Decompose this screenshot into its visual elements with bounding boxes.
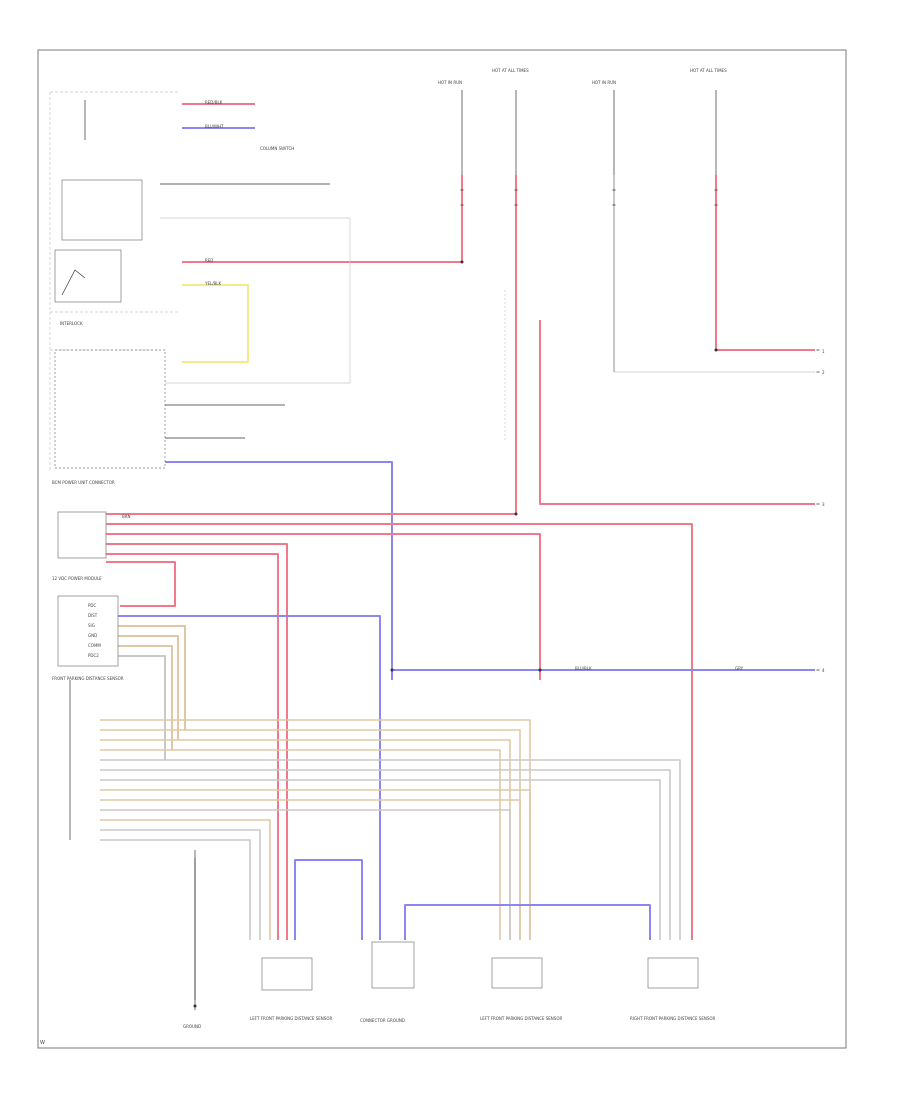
splice-dot-5 bbox=[714, 348, 718, 352]
wire-tag-5: BRN bbox=[122, 514, 131, 519]
connector-ground-housing bbox=[371, 941, 415, 989]
wire-to-terminal-3 bbox=[539, 320, 815, 505]
wire-tag-1: RED/BLK bbox=[205, 100, 223, 105]
wire-yellow-loop bbox=[182, 284, 249, 363]
pdc-wire-7 bbox=[100, 779, 661, 940]
pdc-wire-6 bbox=[100, 769, 671, 940]
gateway-block-label: 12 VDC POWER MODULE bbox=[52, 576, 102, 581]
right-terminal-2: 2 bbox=[822, 370, 825, 375]
gateway-block bbox=[57, 595, 119, 667]
bcm-output-block bbox=[57, 511, 107, 559]
ground-label: GROUND bbox=[183, 1024, 201, 1029]
pdc-connector-label: CONNECTOR GROUND bbox=[360, 1018, 405, 1023]
ground-point bbox=[193, 1004, 197, 1008]
bus-red-3 bbox=[106, 533, 541, 680]
pdc-sensor-rf-label: RIGHT FRONT PARKING DISTANCE SENSOR bbox=[630, 1016, 716, 1021]
left-pin-label-1: PDC bbox=[88, 603, 96, 608]
switch-housing bbox=[61, 179, 143, 241]
pdc-wire-9 bbox=[100, 799, 521, 940]
fuse-label-4: HOT AT ALL TIMES bbox=[690, 68, 727, 73]
wire-tag-6: BLU/BLK bbox=[575, 666, 592, 671]
wires-layer bbox=[100, 103, 815, 1000]
wire-tan-3 bbox=[118, 645, 173, 750]
right-terminal-1: 1 bbox=[822, 349, 825, 354]
pdc-wire-10 bbox=[100, 809, 511, 940]
bus-red-loop bbox=[106, 561, 176, 607]
pdc-wire-11 bbox=[100, 819, 271, 940]
left-pin-label-4: GND bbox=[88, 633, 97, 638]
left-pin-label-5: COMM bbox=[88, 643, 101, 648]
splice-dot-1 bbox=[390, 668, 394, 672]
components-layer bbox=[49, 90, 820, 1010]
right-terminal-3: 3 bbox=[822, 502, 825, 507]
splice-dot-2 bbox=[538, 668, 542, 672]
column-switch-label: COLUMN SWITCH bbox=[260, 146, 294, 151]
left-pin-label-2: DIST bbox=[88, 613, 98, 618]
fuse-label-3: HOT IN RUN bbox=[592, 80, 616, 85]
wire-tag-7: GRY bbox=[735, 666, 744, 671]
pdc-wire-4 bbox=[100, 749, 501, 940]
bus-red-4 bbox=[106, 543, 288, 940]
labels-layer: HOT IN RUN HOT AT ALL TIMES HOT IN RUN H… bbox=[52, 68, 825, 1029]
fuse-label-2: HOT AT ALL TIMES bbox=[492, 68, 529, 73]
sensor-lf-housing bbox=[261, 957, 313, 991]
wire-blue-sensor-lf bbox=[294, 859, 363, 940]
pdc-front-block-label: FRONT PARKING DISTANCE SENSOR bbox=[52, 676, 124, 681]
bcm-block-label: BCM POWER UNIT CONNECTOR bbox=[52, 480, 115, 485]
pdc-wire-5 bbox=[100, 759, 681, 940]
splice-dot-4 bbox=[460, 260, 464, 264]
sensor-lc-housing bbox=[491, 957, 543, 989]
wire-tan-1 bbox=[118, 625, 186, 730]
diagram-border bbox=[37, 49, 847, 1049]
pdc-wire-12 bbox=[100, 829, 261, 940]
pdc-wire-2 bbox=[100, 729, 521, 940]
wire-tag-4: YEL/BLK bbox=[204, 281, 222, 286]
wire-blue-2 bbox=[118, 615, 381, 940]
right-terminal-4: 4 bbox=[822, 668, 825, 673]
fuse-label-1: HOT IN RUN bbox=[438, 80, 462, 85]
footer-code: W bbox=[40, 1040, 45, 1046]
bus-red-2 bbox=[106, 523, 693, 940]
pdc-sensor-lf-label: LEFT FRONT PARKING DISTANCE SENSOR bbox=[250, 1016, 332, 1021]
wire-tan-2 bbox=[118, 635, 179, 740]
left-pin-label-6: PDC2 bbox=[88, 653, 99, 658]
interlock-switch-box bbox=[54, 249, 122, 303]
pdc-wire-8 bbox=[100, 789, 531, 940]
interlock-label: INTERLOCK bbox=[60, 321, 83, 326]
bcm-connector-box bbox=[54, 349, 166, 469]
splice-dot-3 bbox=[514, 512, 518, 516]
bus-red-5 bbox=[106, 553, 279, 940]
switch-contact bbox=[61, 269, 86, 296]
pdc-wire-13 bbox=[100, 839, 251, 940]
frame-layer bbox=[37, 49, 847, 1049]
wire-blue-trunk bbox=[165, 461, 393, 680]
pdc-sensor-lc-label: LEFT FRONT PARKING DISTANCE SENSOR bbox=[480, 1016, 562, 1021]
wire-tag-2: BLU/WHT bbox=[205, 124, 224, 129]
wire-tag-3: RED bbox=[205, 258, 213, 263]
wire-blue-sensor-rf bbox=[404, 904, 651, 940]
wire-gray-2 bbox=[118, 655, 166, 760]
sensor-rf-housing bbox=[647, 957, 699, 989]
left-pin-label-3: SIG bbox=[88, 623, 95, 628]
